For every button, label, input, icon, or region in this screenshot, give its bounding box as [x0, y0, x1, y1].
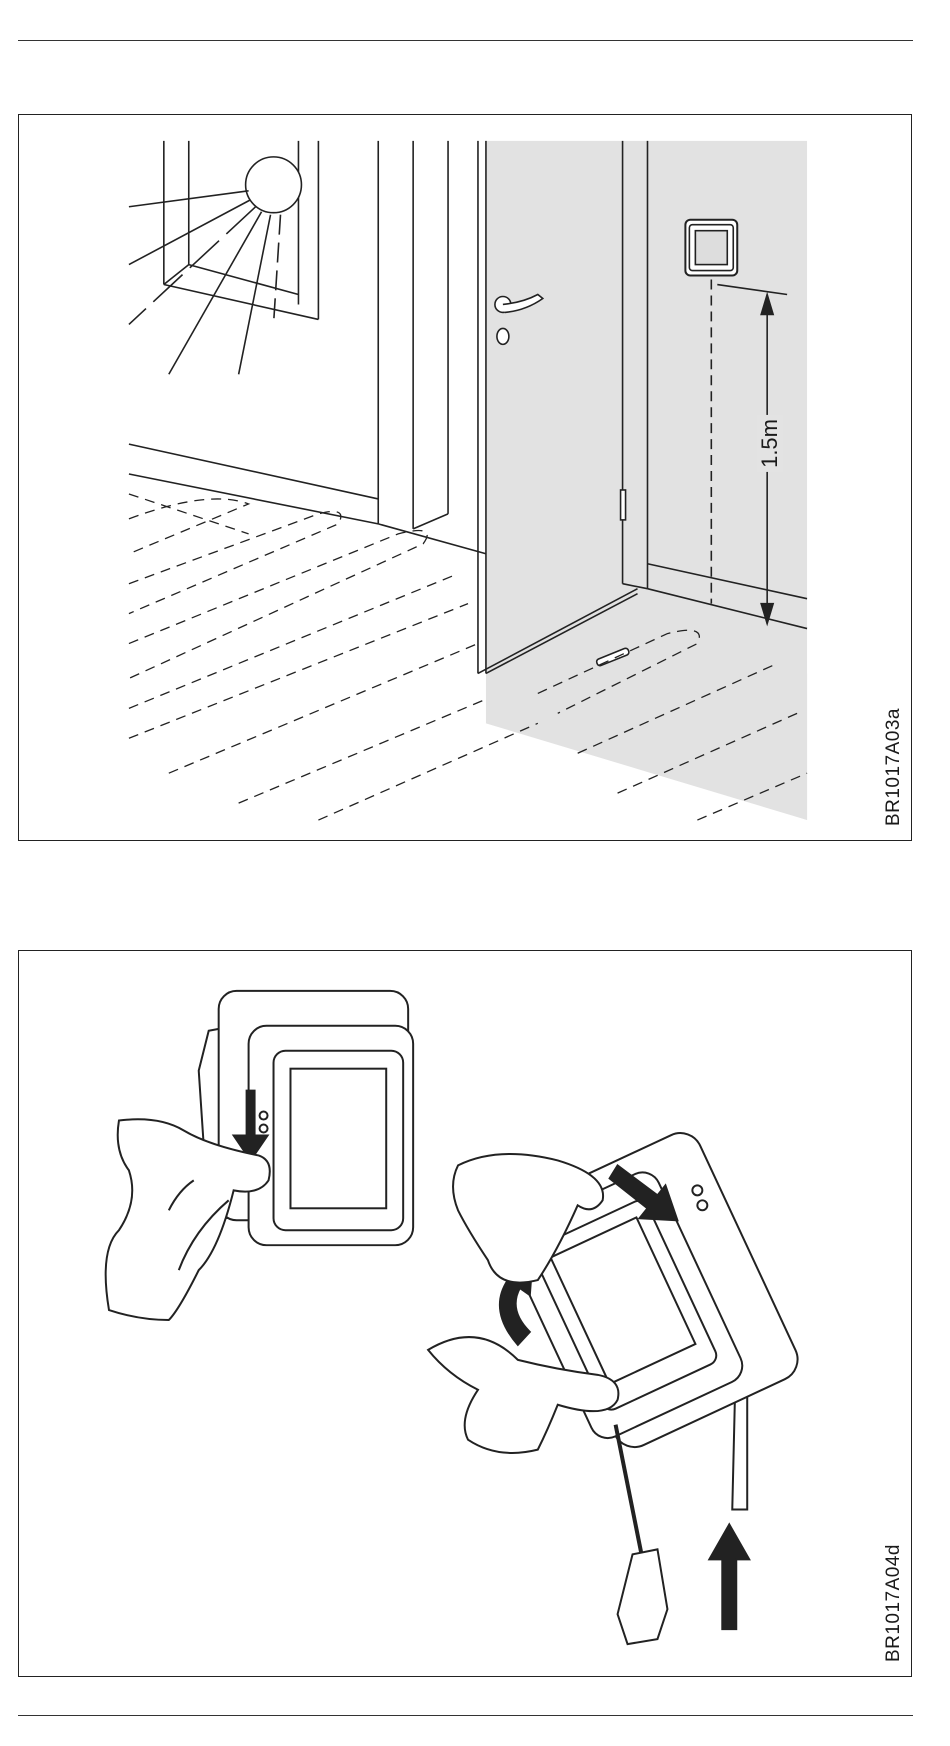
figure-removal-procedure: BR1017A04d	[18, 950, 912, 1677]
footer-rule	[18, 1715, 913, 1716]
room-illustration	[19, 115, 911, 840]
removal-illustration	[19, 951, 911, 1676]
figure-code: BR1017A04d	[883, 1544, 905, 1662]
figure-code: BR1017A03a	[883, 708, 905, 826]
height-dimension-label: 1.5m	[757, 415, 783, 472]
figure-installation-location: 1.5m BR1017A03a	[18, 114, 912, 841]
header-rule	[18, 40, 913, 41]
